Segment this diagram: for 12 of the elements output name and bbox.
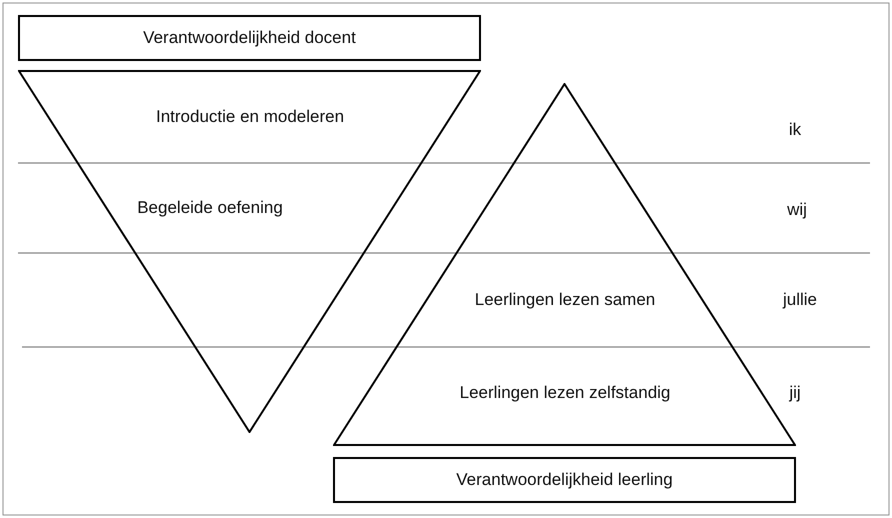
- stage-label: Introductie en modeleren: [156, 107, 344, 127]
- title-box: [333, 457, 796, 503]
- heading-text: Verantwoordelijkheid docent: [143, 28, 356, 48]
- pronoun-label: ik: [788, 120, 802, 140]
- pronoun-label: jullie: [782, 290, 818, 310]
- stage-label: Leerlingen lezen zelfstandig: [460, 383, 670, 403]
- stage-label: Leerlingen lezen samen: [474, 290, 656, 310]
- stage-label: Begeleide oefening: [137, 198, 283, 218]
- pronoun-label: wij: [787, 200, 807, 220]
- title-box: [18, 15, 481, 61]
- heading-text: Verantwoordelijkheid leerling: [456, 470, 673, 490]
- pronoun-label: jij: [789, 383, 801, 403]
